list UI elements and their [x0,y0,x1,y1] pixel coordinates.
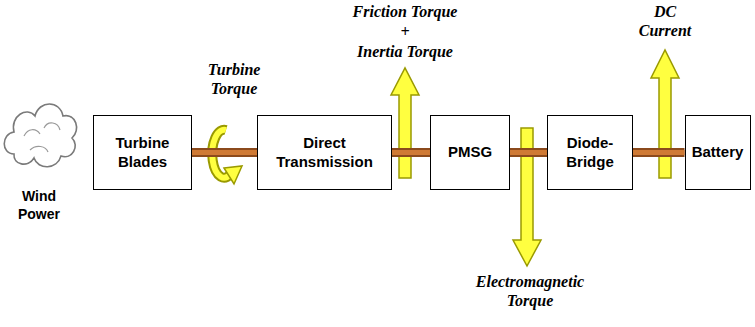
process-box: Diode-Bridge [547,115,633,190]
process-box: Turbine Blades [93,115,192,190]
process-box: Battery [685,115,751,190]
shaft-core [510,150,547,155]
process-box: Direct Transmission [257,115,392,190]
quantity-label: Friction Torque [340,2,470,21]
shaft-core [392,150,430,155]
current-arrow [651,50,679,178]
box-label: PMSG [437,143,503,162]
cloud-shape [4,104,76,167]
cloud-label: Wind Power [9,188,69,223]
shaft-outline [192,148,257,157]
torque-arrow [391,68,419,178]
box-label: Diode-Bridge [554,134,626,172]
quantity-label: DC Current [634,2,696,40]
quantity-label: + [390,22,420,41]
quantity-label: Inertia Torque [340,42,470,61]
shaft-connector [192,152,257,153]
box-label: Battery [692,143,744,162]
shaft-outline [510,148,547,157]
shaft-connector [392,152,430,153]
process-box: PMSG [430,115,510,190]
quantity-label: Electromagnetic Torque [463,272,598,310]
shaft-core [192,150,257,155]
wind-cloud: Wind Power [0,88,78,238]
box-label: Direct Transmission [264,134,385,172]
shaft-core [633,150,685,155]
shaft-connector [633,152,685,153]
cloud-detail [24,123,60,152]
shaft-connector [510,152,547,153]
shaft-outline [633,148,685,157]
box-label: Turbine Blades [100,134,185,172]
shaft-outline [392,148,430,157]
quantity-label: Turbine Torque [202,60,266,98]
